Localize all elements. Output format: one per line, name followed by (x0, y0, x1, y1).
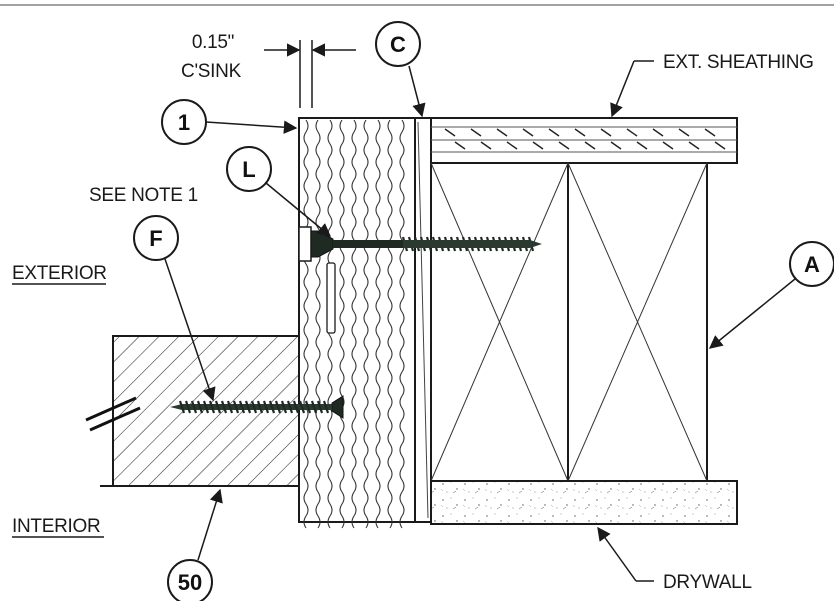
exterior-sheathing-panel (430, 117, 738, 164)
drywall-panel (430, 480, 738, 525)
callout-l (226, 146, 332, 237)
screw-f (170, 395, 344, 419)
dimension-value-text: 0.15" (192, 32, 234, 53)
dimension-countersink (264, 40, 356, 108)
callout-50-text: 50 (178, 570, 202, 595)
callout-l-text: L (242, 157, 255, 182)
screw-l (310, 230, 542, 258)
callout-f (133, 215, 216, 402)
ext-sheathing-label: EXT. SHEATHING (663, 52, 814, 73)
break-mark (85, 396, 141, 432)
see-note-label: SEE NOTE 1 (89, 185, 198, 206)
shim-taper-line (417, 121, 429, 519)
framing-studs (430, 162, 708, 482)
callout-1-text: 1 (178, 110, 190, 135)
callout-c-text: C (390, 32, 406, 57)
dimension-note-text: C'SINK (181, 61, 242, 82)
exterior-label: EXTERIOR (12, 263, 107, 284)
ext-sheathing-leader (610, 60, 654, 118)
callout-c (375, 21, 426, 118)
drywall-label: DRYWALL (663, 572, 752, 593)
interior-label: INTERIOR (12, 516, 100, 537)
callout-50 (167, 488, 223, 601)
countersink-pocket (298, 226, 312, 262)
trim-dowel (326, 262, 336, 334)
callout-a-text: A (804, 252, 820, 277)
callout-a (708, 241, 834, 349)
drywall-leader (597, 526, 654, 582)
exterior-trim-board (298, 117, 416, 529)
callout-1 (161, 99, 298, 145)
callout-f-text: F (149, 226, 162, 251)
